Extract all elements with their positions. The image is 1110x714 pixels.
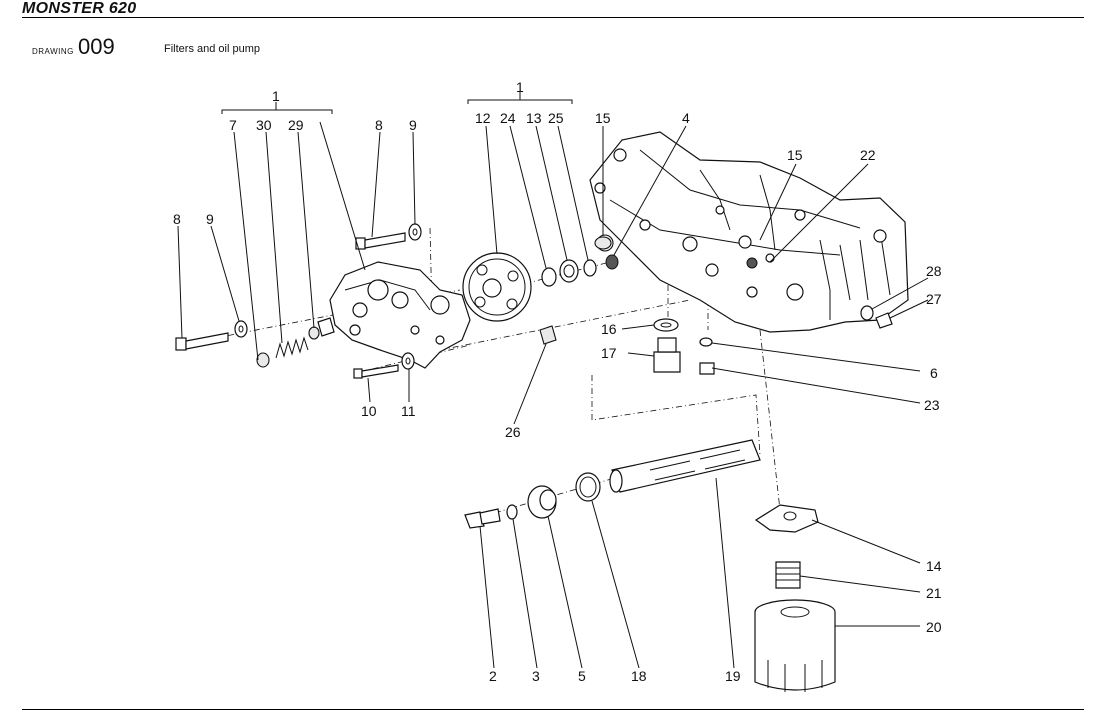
drawing-description: Filters and oil pump — [164, 43, 260, 55]
washer-9-lower — [234, 320, 248, 338]
bush-15-left — [594, 236, 612, 250]
plug-27 — [875, 312, 893, 329]
washer-3 — [506, 504, 518, 520]
plug-7 — [256, 352, 270, 368]
oring-4 — [605, 254, 619, 270]
callout-28: 28 — [926, 263, 942, 279]
callout-8-upper: 8 — [375, 117, 383, 133]
washer-16 — [653, 318, 679, 332]
screw-8-upper — [355, 232, 406, 250]
oil-filter-20 — [754, 599, 836, 692]
callout-8-left: 8 — [173, 211, 181, 227]
top-divider — [22, 17, 1084, 18]
callout-13: 13 — [526, 110, 542, 126]
callout-12: 12 — [475, 110, 491, 126]
callout-11: 11 — [401, 403, 416, 419]
drawing-number: 009 — [78, 34, 115, 59]
callout-30: 30 — [256, 117, 272, 133]
callout-14: 14 — [926, 558, 942, 574]
callout-15-right: 15 — [787, 147, 803, 163]
callout-27: 27 — [926, 291, 942, 307]
group-bracket-left — [221, 109, 333, 114]
plug-2 — [464, 508, 501, 529]
spring-30 — [275, 336, 309, 359]
washer-28 — [860, 305, 874, 321]
cap-5 — [527, 485, 557, 519]
plug-23 — [699, 362, 715, 375]
callout-3: 3 — [532, 668, 540, 684]
bush-26 — [539, 325, 557, 345]
screw-10 — [353, 364, 399, 379]
nipple-21 — [775, 561, 801, 589]
callout-labels: 1 1 7 30 29 8 9 8 9 10 11 12 24 13 25 15… — [173, 79, 942, 684]
callout-26: 26 — [505, 424, 521, 440]
ring-13 — [559, 259, 579, 283]
callout-22: 22 — [860, 147, 876, 163]
callout-25: 25 — [548, 110, 564, 126]
callout-10: 10 — [361, 403, 377, 419]
callout-9-left: 9 — [206, 211, 214, 227]
callout-19: 19 — [725, 668, 741, 684]
callout-17: 17 — [601, 345, 617, 361]
callout-5: 5 — [578, 668, 586, 684]
callout-2: 2 — [489, 668, 497, 684]
washer-24 — [541, 267, 557, 287]
callout-21: 21 — [926, 585, 942, 601]
washer-6 — [699, 337, 713, 347]
plate-14 — [754, 504, 819, 533]
oil-pump-body — [317, 261, 471, 369]
crankcase — [589, 131, 909, 333]
screw-8-lower — [175, 332, 229, 351]
plug-17 — [653, 337, 681, 373]
callout-6: 6 — [930, 365, 938, 381]
ring-25 — [583, 259, 597, 277]
group-bracket-mid — [467, 99, 573, 104]
valve-29 — [308, 326, 320, 340]
drawing-label: DRAWING — [32, 47, 74, 56]
callout-20: 20 — [926, 619, 942, 635]
callout-23: 23 — [924, 397, 940, 413]
callout-9-upper: 9 — [409, 117, 417, 133]
callout-29: 29 — [288, 117, 304, 133]
washer-9-upper — [408, 223, 422, 241]
page-title: MONSTER 620 — [22, 0, 137, 17]
callout-24: 24 — [500, 110, 516, 126]
oring-18 — [575, 472, 601, 502]
leader-lines — [177, 92, 929, 669]
callout-group-left: 1 — [272, 88, 280, 104]
callout-4: 4 — [682, 110, 690, 126]
callout-group-mid: 1 — [516, 79, 524, 95]
washer-11 — [401, 352, 415, 370]
gear-12 — [462, 252, 532, 322]
callout-7: 7 — [229, 117, 237, 133]
bottom-divider — [22, 709, 1084, 710]
callout-18: 18 — [631, 668, 647, 684]
callout-16: 16 — [601, 321, 617, 337]
callout-15-left: 15 — [595, 110, 611, 126]
filter-19 — [609, 439, 761, 493]
